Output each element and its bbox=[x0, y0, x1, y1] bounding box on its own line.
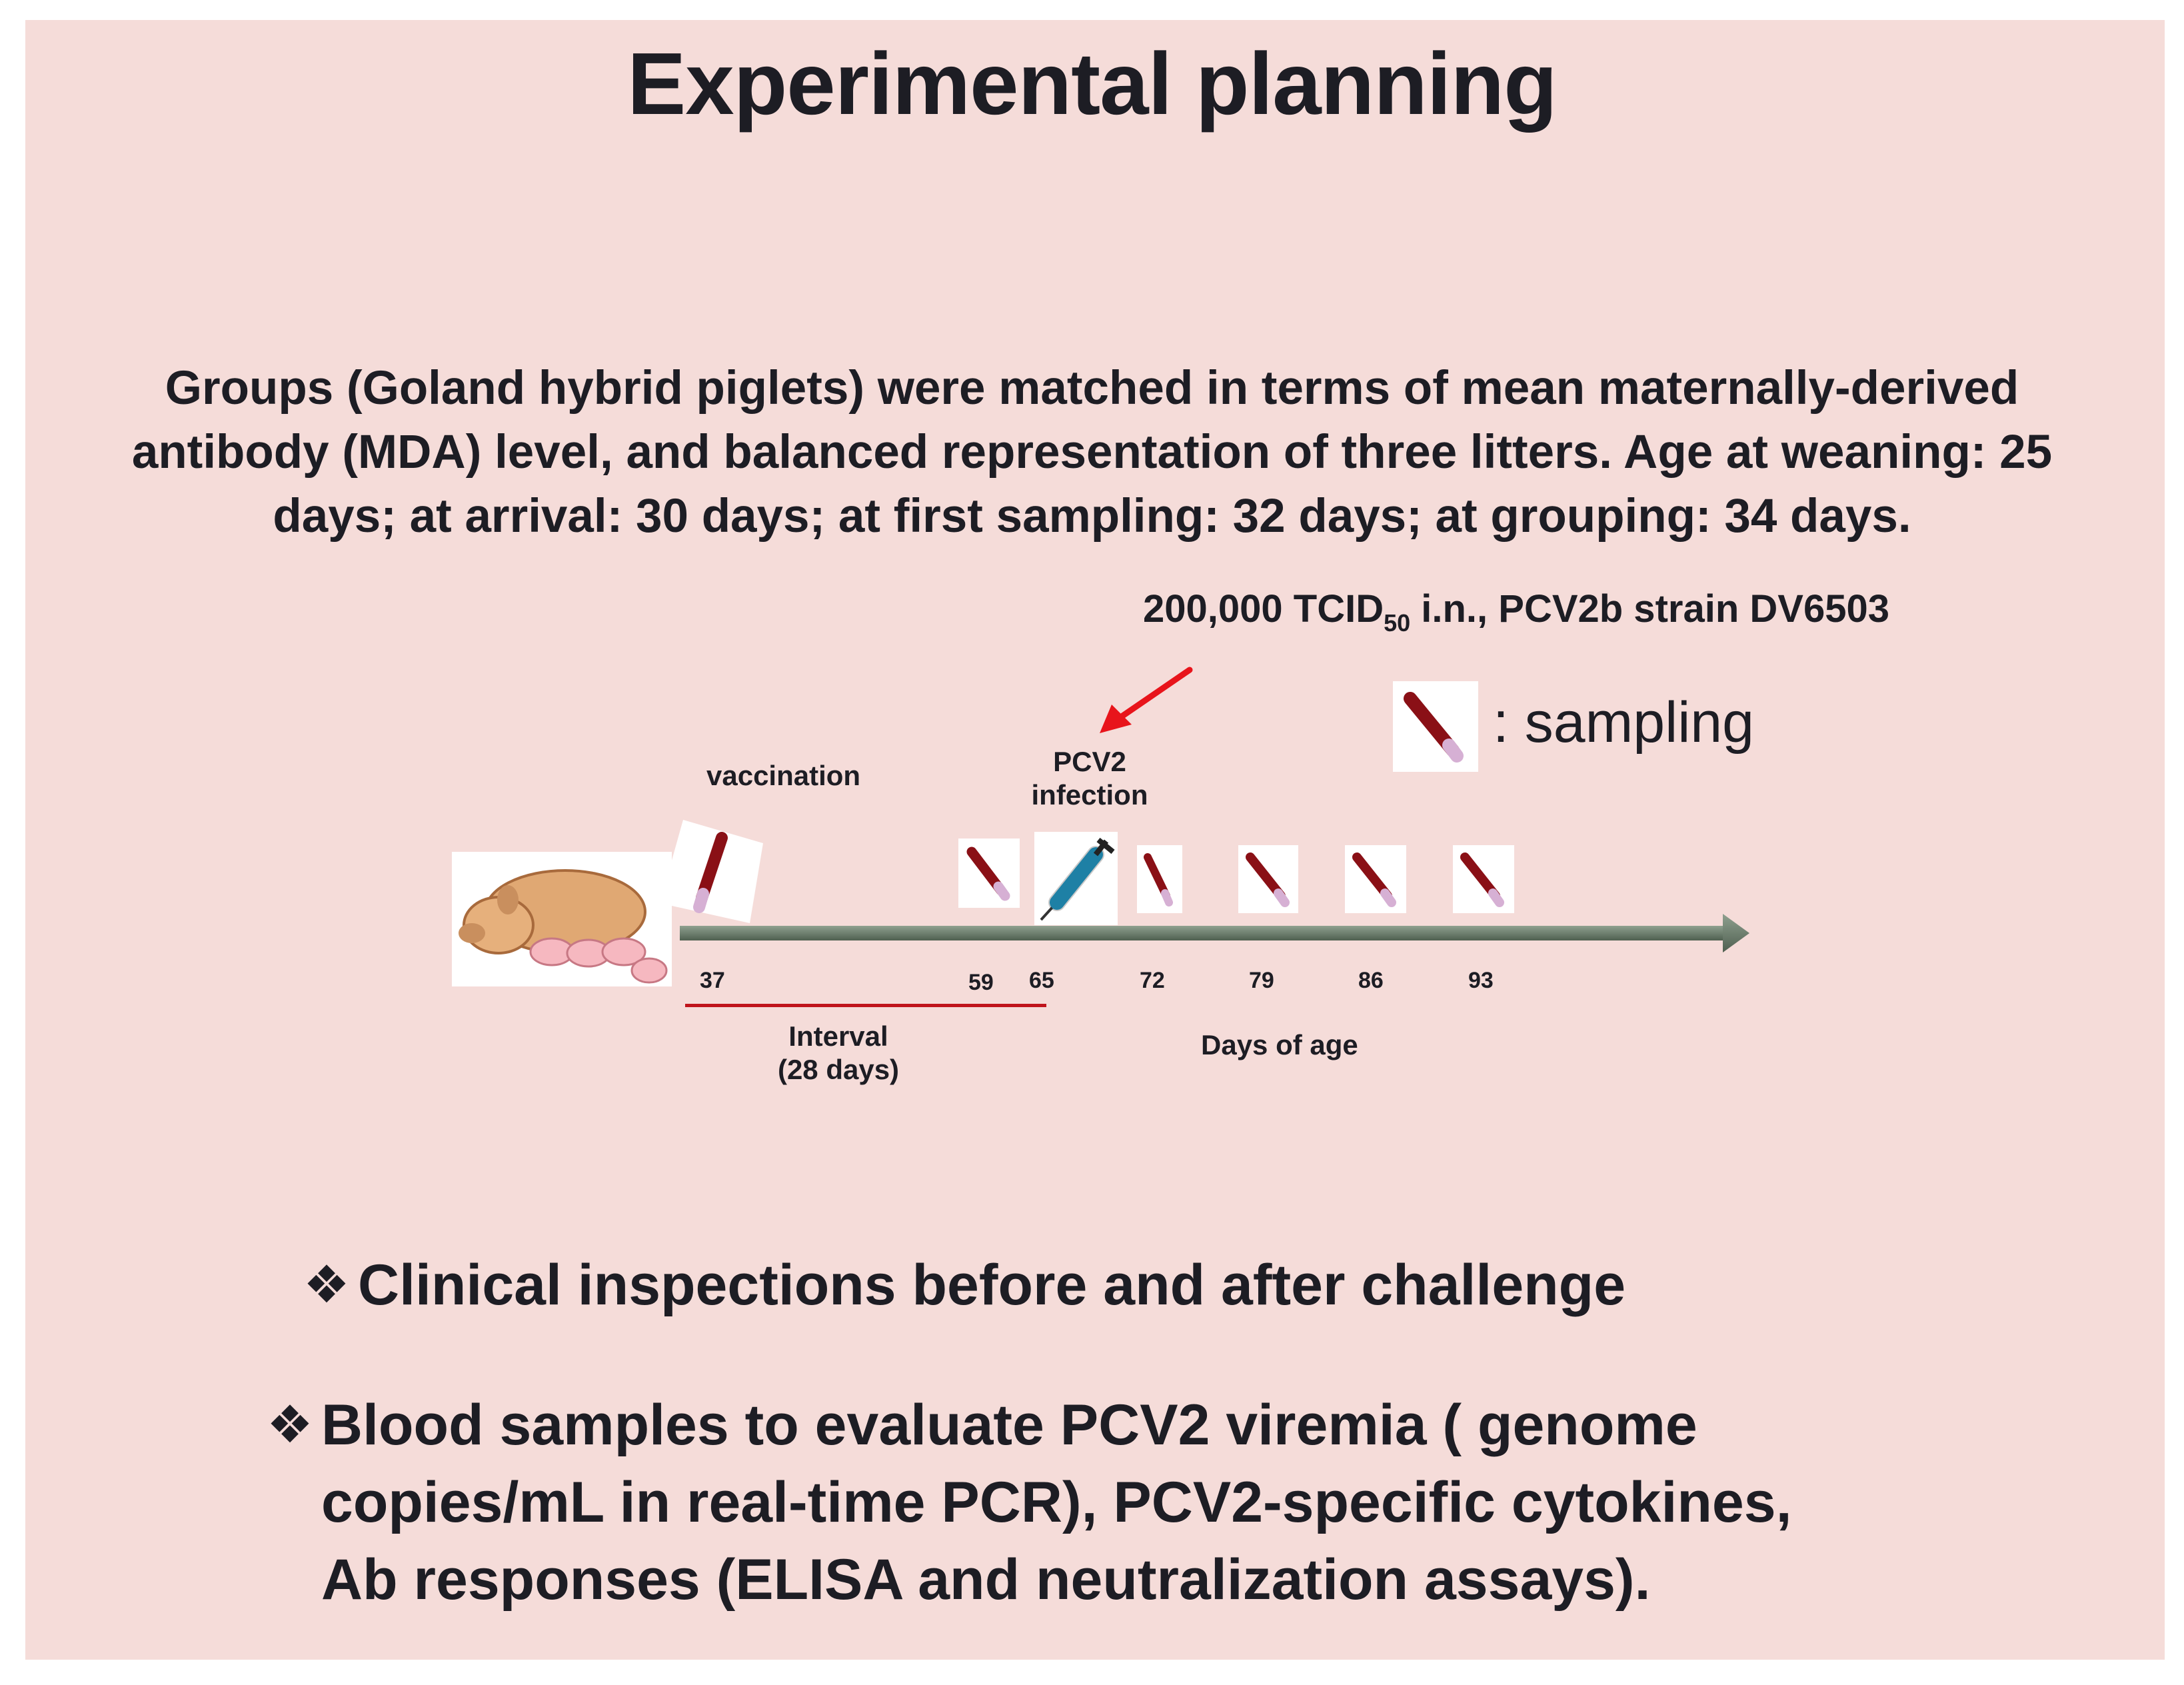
legend-icon-box bbox=[1393, 681, 1478, 772]
sample-tube-day72 bbox=[1137, 845, 1182, 913]
bullet-clinical-inspections: ❖ Clinical inspections before and after … bbox=[303, 1246, 2091, 1324]
tick-label-79: 79 bbox=[1249, 968, 1274, 993]
vaccination-label: vaccination bbox=[706, 760, 861, 791]
bullet-item2-line2: copies/mL in real-time PCR), PCV2-specif… bbox=[321, 1470, 1792, 1534]
tick-label-37: 37 bbox=[700, 968, 725, 993]
tick-label-86: 86 bbox=[1358, 968, 1384, 993]
dose-prefix: 200,000 TCID bbox=[1143, 587, 1384, 631]
sow-and-piglets-image bbox=[452, 852, 672, 986]
bullet-item2-line1: Blood samples to evaluate PCV2 viremia (… bbox=[321, 1393, 1697, 1457]
vaccination-tube-card bbox=[660, 820, 763, 923]
bullet-item1-text: Clinical inspections before and after ch… bbox=[358, 1253, 1626, 1317]
dose-subscript: 50 bbox=[1384, 609, 1411, 637]
blood-tube-icon bbox=[1246, 852, 1290, 907]
interval-label-line1: Interval bbox=[788, 1020, 888, 1052]
tick-label-65: 65 bbox=[1029, 968, 1054, 993]
tick-label-72: 72 bbox=[1140, 968, 1165, 993]
syringe-icon bbox=[1040, 837, 1115, 921]
axis-label-days-of-age: Days of age bbox=[1201, 1029, 1358, 1060]
sample-tube-day79 bbox=[1238, 845, 1298, 913]
blood-tube-icon bbox=[1144, 853, 1173, 906]
timeline-axis-arrow bbox=[680, 914, 1749, 952]
blood-tube-icon bbox=[1460, 852, 1504, 907]
infection-label-line1: PCV2 bbox=[1053, 746, 1126, 777]
interval-label-line2: (28 days) bbox=[777, 1054, 900, 1085]
tick-label-93: 93 bbox=[1468, 968, 1494, 993]
infection-pointer-arrow bbox=[1100, 667, 1193, 733]
sample-tube-day93 bbox=[1453, 845, 1514, 913]
interval-line bbox=[685, 1004, 1046, 1007]
syringe-infection-card bbox=[1034, 832, 1118, 925]
bullet-marker: ❖ bbox=[267, 1395, 313, 1455]
blood-tube-icon bbox=[966, 846, 1010, 901]
bullet-marker: ❖ bbox=[303, 1255, 350, 1315]
infection-label-line2: infection bbox=[1031, 779, 1148, 811]
interval-label: Interval (28 days) bbox=[772, 1020, 905, 1086]
bullet-item2-line3: Ab responses (ELISA and neutralization a… bbox=[321, 1548, 1651, 1612]
legend-sampling-text: : sampling bbox=[1493, 691, 1754, 755]
blood-tube-icon bbox=[1404, 692, 1464, 763]
slide-title: Experimental planning bbox=[627, 35, 1558, 133]
sample-tube-day59 bbox=[958, 839, 1020, 908]
infection-label: PCV2 infection bbox=[1020, 745, 1160, 812]
dose-suffix: i.n., PCV2b strain DV6503 bbox=[1410, 587, 1889, 631]
blood-tube-icon bbox=[1352, 852, 1396, 907]
bullet-blood-samples: ❖ Blood samples to evaluate PCV2 viremia… bbox=[267, 1386, 2121, 1618]
tick-label-59: 59 bbox=[968, 970, 994, 995]
dose-annotation: 200,000 TCID50 i.n., PCV2b strain DV6503 bbox=[1143, 587, 1889, 637]
intro-paragraph: Groups (Goland hybrid piglets) were matc… bbox=[131, 362, 2053, 543]
sample-tube-day86 bbox=[1345, 845, 1406, 913]
